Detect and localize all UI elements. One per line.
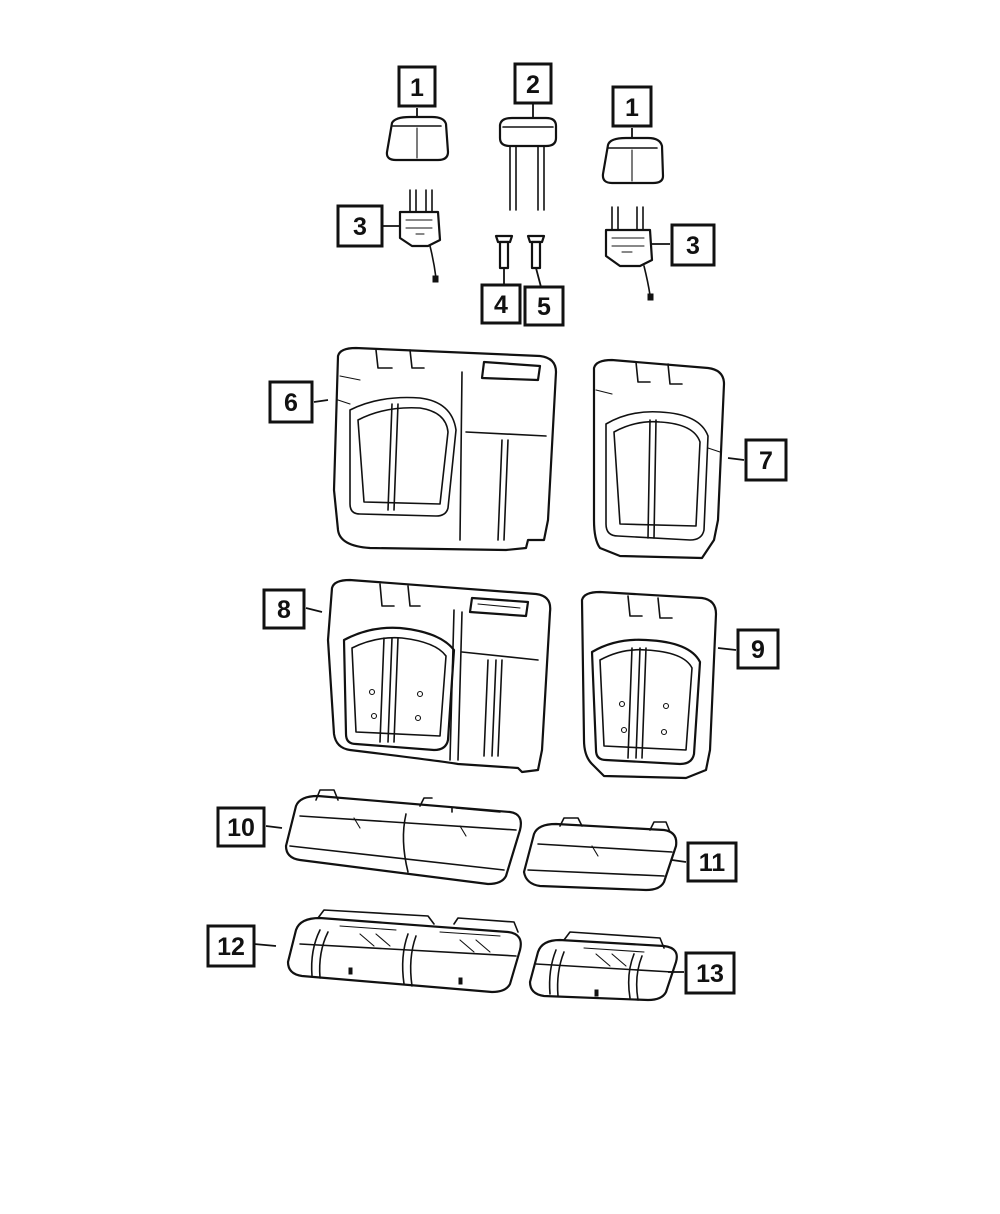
callout-1-left: 1 xyxy=(397,65,437,108)
headrest-latch-right xyxy=(604,206,654,301)
callout-label: 8 xyxy=(277,596,291,624)
callout-label: 13 xyxy=(696,960,724,988)
cushion-cover-right xyxy=(522,817,678,892)
callout-label: 6 xyxy=(284,389,298,417)
callout-6: 6 xyxy=(268,380,314,424)
callout-9: 9 xyxy=(736,628,780,670)
callout-1-right: 1 xyxy=(611,85,653,128)
callout-label: 3 xyxy=(353,213,367,241)
callout-3-left: 3 xyxy=(336,204,384,248)
headrest-latch-left xyxy=(398,189,442,283)
callout-label: 4 xyxy=(494,291,508,319)
leader-lines xyxy=(253,104,745,973)
callout-label: 12 xyxy=(217,933,245,961)
callout-5: 5 xyxy=(523,285,565,327)
cushion-cover-left xyxy=(284,789,522,886)
headrest-left xyxy=(385,115,450,162)
callout-label: 2 xyxy=(526,71,540,99)
callout-4: 4 xyxy=(480,283,522,325)
callout-label: 5 xyxy=(537,293,551,321)
headrest-right xyxy=(601,136,665,185)
cushion-frame-left xyxy=(286,909,522,994)
callout-2: 2 xyxy=(513,62,553,105)
callout-label: 11 xyxy=(699,849,726,877)
callout-8: 8 xyxy=(262,588,306,630)
callout-3-right: 3 xyxy=(670,223,716,267)
callout-10: 10 xyxy=(216,806,266,848)
callout-11: 11 xyxy=(686,841,738,883)
callout-label: 7 xyxy=(759,447,773,475)
guide-sleeve-5 xyxy=(526,234,546,270)
guide-sleeve-4 xyxy=(494,234,514,270)
callout-label: 9 xyxy=(751,636,765,664)
cushion-frame-right xyxy=(528,931,678,1002)
seatback-frame-right xyxy=(580,590,718,780)
callout-label: 10 xyxy=(227,814,255,842)
headrest-center xyxy=(498,116,558,211)
seatback-cover-left xyxy=(332,346,558,552)
callout-label: 1 xyxy=(625,94,639,122)
seatback-cover-right xyxy=(592,358,726,560)
callout-12: 12 xyxy=(206,924,256,968)
callout-7: 7 xyxy=(744,438,788,482)
callout-label: 1 xyxy=(410,74,424,102)
seatback-frame-left xyxy=(326,578,552,774)
callout-label: 3 xyxy=(686,232,700,260)
callout-13: 13 xyxy=(684,951,736,995)
